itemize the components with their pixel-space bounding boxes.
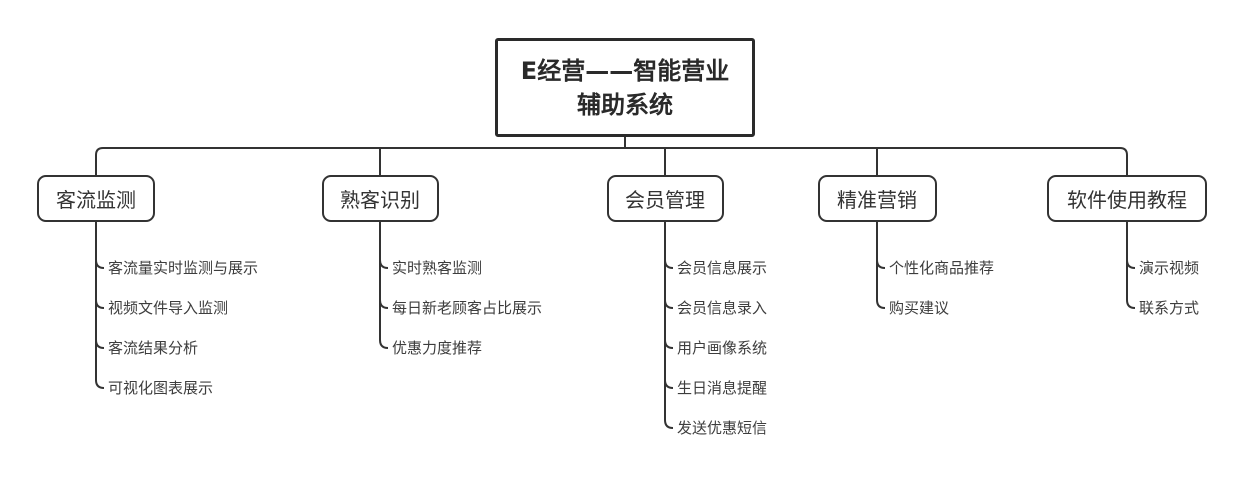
leaf-node[interactable]: 可视化图表展示 — [108, 379, 214, 397]
leaf-node[interactable]: 实时熟客监测 — [392, 259, 483, 277]
branch-label: 精准营销 — [837, 188, 917, 212]
connector — [664, 379, 674, 389]
branch-node[interactable]: 会员管理 — [606, 175, 724, 222]
branch-label: 软件使用教程 — [1067, 188, 1187, 212]
leaf-node[interactable]: 视频文件导入监测 — [108, 299, 229, 317]
connector — [95, 147, 1128, 175]
leaf-node[interactable]: 联系方式 — [1139, 299, 1200, 317]
leaf-node[interactable]: 发送优惠短信 — [677, 419, 768, 437]
leaf-node[interactable]: 购买建议 — [889, 299, 950, 317]
connector — [664, 259, 674, 269]
branch-node[interactable]: 精准营销 — [817, 175, 937, 222]
leaf-node[interactable]: 每日新老顾客占比展示 — [392, 299, 543, 317]
root-title-line1: E经营——智能营业 — [520, 56, 730, 85]
leaf-node[interactable]: 客流结果分析 — [108, 339, 199, 357]
connector — [1126, 299, 1136, 309]
connector — [664, 419, 674, 429]
connector — [876, 299, 886, 309]
root-title-line2: 辅助系统 — [577, 90, 673, 119]
connector — [379, 259, 389, 269]
connector — [379, 299, 389, 309]
connector — [1126, 259, 1136, 269]
branch-label: 会员管理 — [625, 188, 705, 212]
connector — [876, 259, 886, 269]
branch-node[interactable]: 熟客识别 — [321, 175, 439, 222]
leaf-node[interactable]: 会员信息展示 — [677, 259, 768, 277]
connector — [379, 339, 389, 349]
connector — [95, 259, 105, 269]
branch-node[interactable]: 客流监测 — [37, 175, 155, 222]
connector — [664, 339, 674, 349]
leaf-node[interactable]: 客流量实时监测与展示 — [108, 259, 259, 277]
leaf-node[interactable]: 演示视频 — [1139, 259, 1200, 277]
branch-node[interactable]: 软件使用教程 — [1047, 175, 1207, 222]
leaf-node[interactable]: 个性化商品推荐 — [889, 259, 995, 277]
connector — [95, 299, 105, 309]
branch-label: 客流监测 — [56, 188, 136, 212]
leaf-node[interactable]: 会员信息录入 — [677, 299, 768, 317]
leaf-node[interactable]: 优惠力度推荐 — [392, 339, 483, 357]
root-node[interactable]: E经营——智能营业 辅助系统 — [495, 38, 755, 137]
connector — [95, 339, 105, 349]
connector — [95, 379, 105, 389]
leaf-node[interactable]: 用户画像系统 — [677, 339, 768, 357]
branch-label: 熟客识别 — [340, 188, 420, 212]
leaf-node[interactable]: 生日消息提醒 — [677, 379, 768, 397]
connector — [664, 299, 674, 309]
